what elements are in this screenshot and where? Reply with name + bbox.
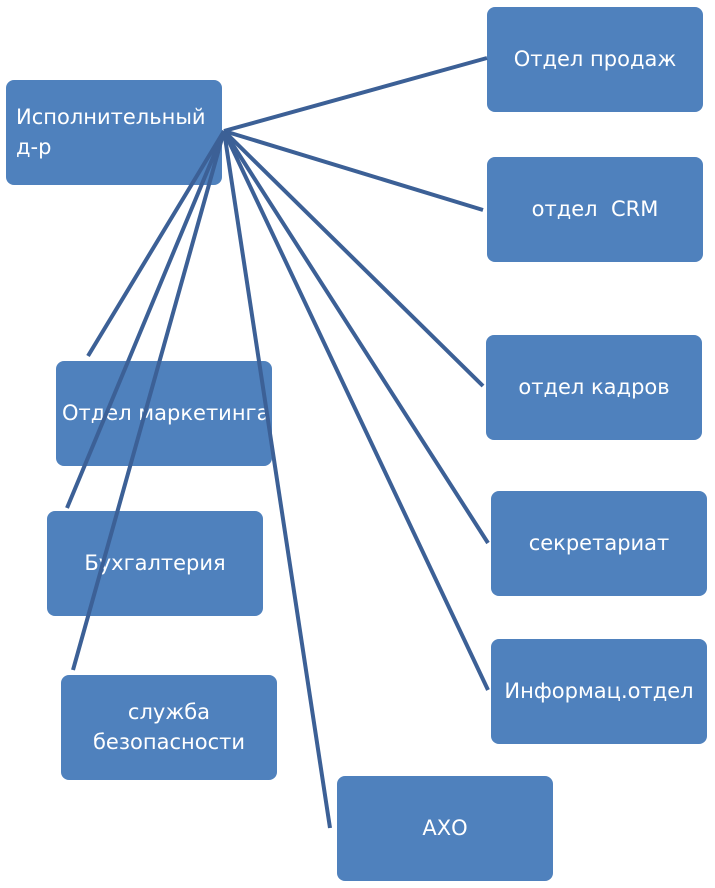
node-hr: отдел кадров (486, 335, 702, 440)
node-crm: отдел CRM (487, 157, 703, 262)
connector-crm (223, 129, 484, 212)
node-marketing: Отдел маркетинга (56, 361, 272, 466)
node-it: Информац.отдел (491, 639, 707, 744)
node-executive-director: Исполнительный д-р (6, 80, 222, 185)
node-aho: АХО (337, 776, 553, 881)
node-sales: Отдел продаж (487, 7, 703, 112)
connector-hr (222, 129, 485, 388)
node-security: служба безопасности (61, 675, 277, 780)
connector-secretariat (222, 129, 490, 545)
node-accounting: Бухгалтерия (47, 511, 263, 616)
connector-sales (223, 56, 488, 133)
node-secretariat: секретариат (491, 491, 707, 596)
